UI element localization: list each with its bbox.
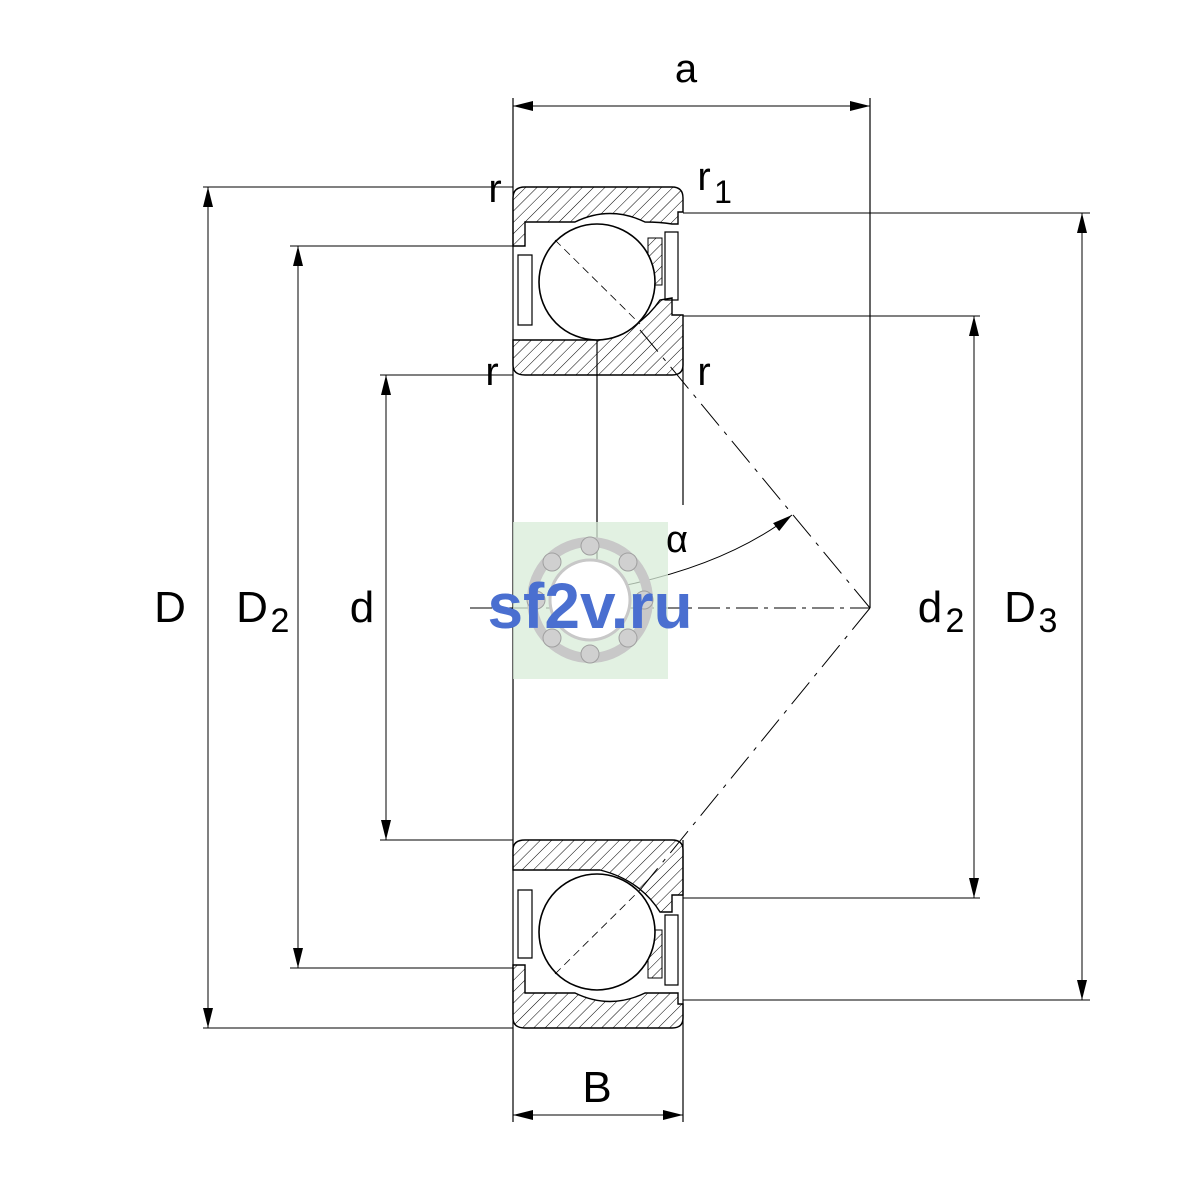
upper-section <box>512 186 684 376</box>
label-r1: r <box>697 155 710 199</box>
seal-right-bottom <box>664 914 679 986</box>
watermark: sf2v.ru <box>487 522 693 679</box>
dimension-lines <box>203 101 1087 1120</box>
label-D2-subscript: 2 <box>271 602 290 640</box>
label-d2: d <box>918 583 942 632</box>
seal-left-bottom <box>517 889 533 959</box>
label-d2-subscript: 2 <box>946 602 965 640</box>
labels: a r r 1 r r α D D 2 d d 2 D 3 B <box>154 47 1057 1112</box>
seal-left-top <box>517 254 533 326</box>
label-r-mid-left: r <box>485 350 498 394</box>
contact-line-bottom <box>554 889 641 975</box>
contact-line-top <box>554 239 641 325</box>
label-D2: D <box>236 583 268 632</box>
extension-lines <box>203 186 1090 1029</box>
lower-section <box>512 839 684 1029</box>
label-r-top-left: r <box>488 167 501 211</box>
label-D3: D <box>1004 583 1036 632</box>
label-r1-subscript: 1 <box>714 174 732 210</box>
contact-line-lower-extension <box>639 607 871 891</box>
contact-angle-lines <box>639 329 871 891</box>
label-a: a <box>675 47 698 91</box>
label-B: B <box>582 1063 611 1112</box>
label-D: D <box>154 583 186 632</box>
seal-right-top <box>664 231 679 301</box>
watermark-text: sf2v.ru <box>487 570 692 642</box>
outer-ring-bottom <box>512 964 684 1029</box>
contact-line-upper-extension <box>639 329 871 609</box>
outer-ring-top <box>512 186 684 247</box>
label-d: d <box>350 583 374 632</box>
inner-ring-bottom <box>512 839 684 913</box>
label-alpha: α <box>666 519 688 561</box>
label-D3-subscript: 3 <box>1039 602 1058 640</box>
label-r-mid-right: r <box>697 350 710 394</box>
